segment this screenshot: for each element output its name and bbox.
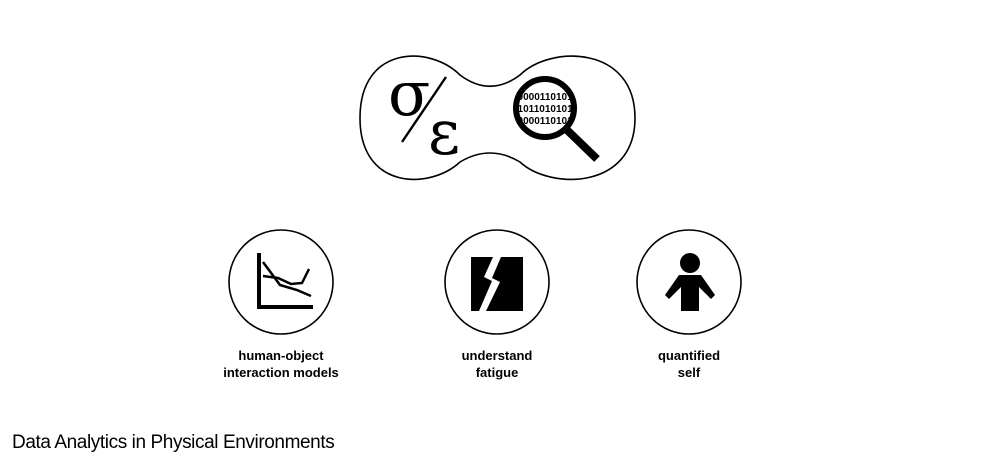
person-icon [665, 253, 715, 311]
binary-line-1: 10000110101 [512, 92, 573, 103]
concept-label-line: fatigue [475, 365, 519, 380]
sigma-symbol: σ [388, 57, 430, 130]
concept-label-self: quantified self [589, 347, 789, 381]
concept-label-interaction: human-object interaction models [181, 347, 381, 381]
concept-label-line: quantified [657, 348, 721, 363]
magnifier-icon: 10000110101 01011010101 10000110101 [512, 76, 600, 162]
stress-strain-icon: σ ε [388, 57, 460, 169]
concept-label-line: understand [461, 348, 533, 363]
concept-label-line: self [677, 365, 701, 380]
peanut-outline [359, 55, 636, 181]
binary-line-3: 10000110101 [512, 116, 573, 127]
magnifier-handle [564, 127, 600, 162]
chart-line-2 [262, 268, 311, 286]
fracture-right [486, 257, 523, 311]
diagram-caption: Data Analytics in Physical Environments [12, 432, 335, 453]
concept-circle-fatigue [444, 229, 550, 335]
concept-label-line: human-object [238, 348, 324, 363]
binary-line-2: 01011010101 [512, 104, 573, 115]
concept-label-fatigue: understand fatigue [397, 347, 597, 381]
chart-axes [257, 253, 313, 309]
fracture-icon [471, 257, 523, 311]
chart-line-1 [261, 261, 312, 298]
magnifier-lens [513, 76, 577, 140]
person-body [665, 275, 715, 311]
concept-label-line: interaction models [223, 365, 339, 380]
fracture-left [471, 257, 493, 311]
concept-circle-interaction [228, 229, 334, 335]
epsilon-symbol: ε [428, 96, 460, 169]
concept-circle-self [636, 229, 742, 335]
slash-mark [401, 76, 447, 143]
person-head [680, 253, 700, 273]
chart-icon [257, 253, 313, 309]
